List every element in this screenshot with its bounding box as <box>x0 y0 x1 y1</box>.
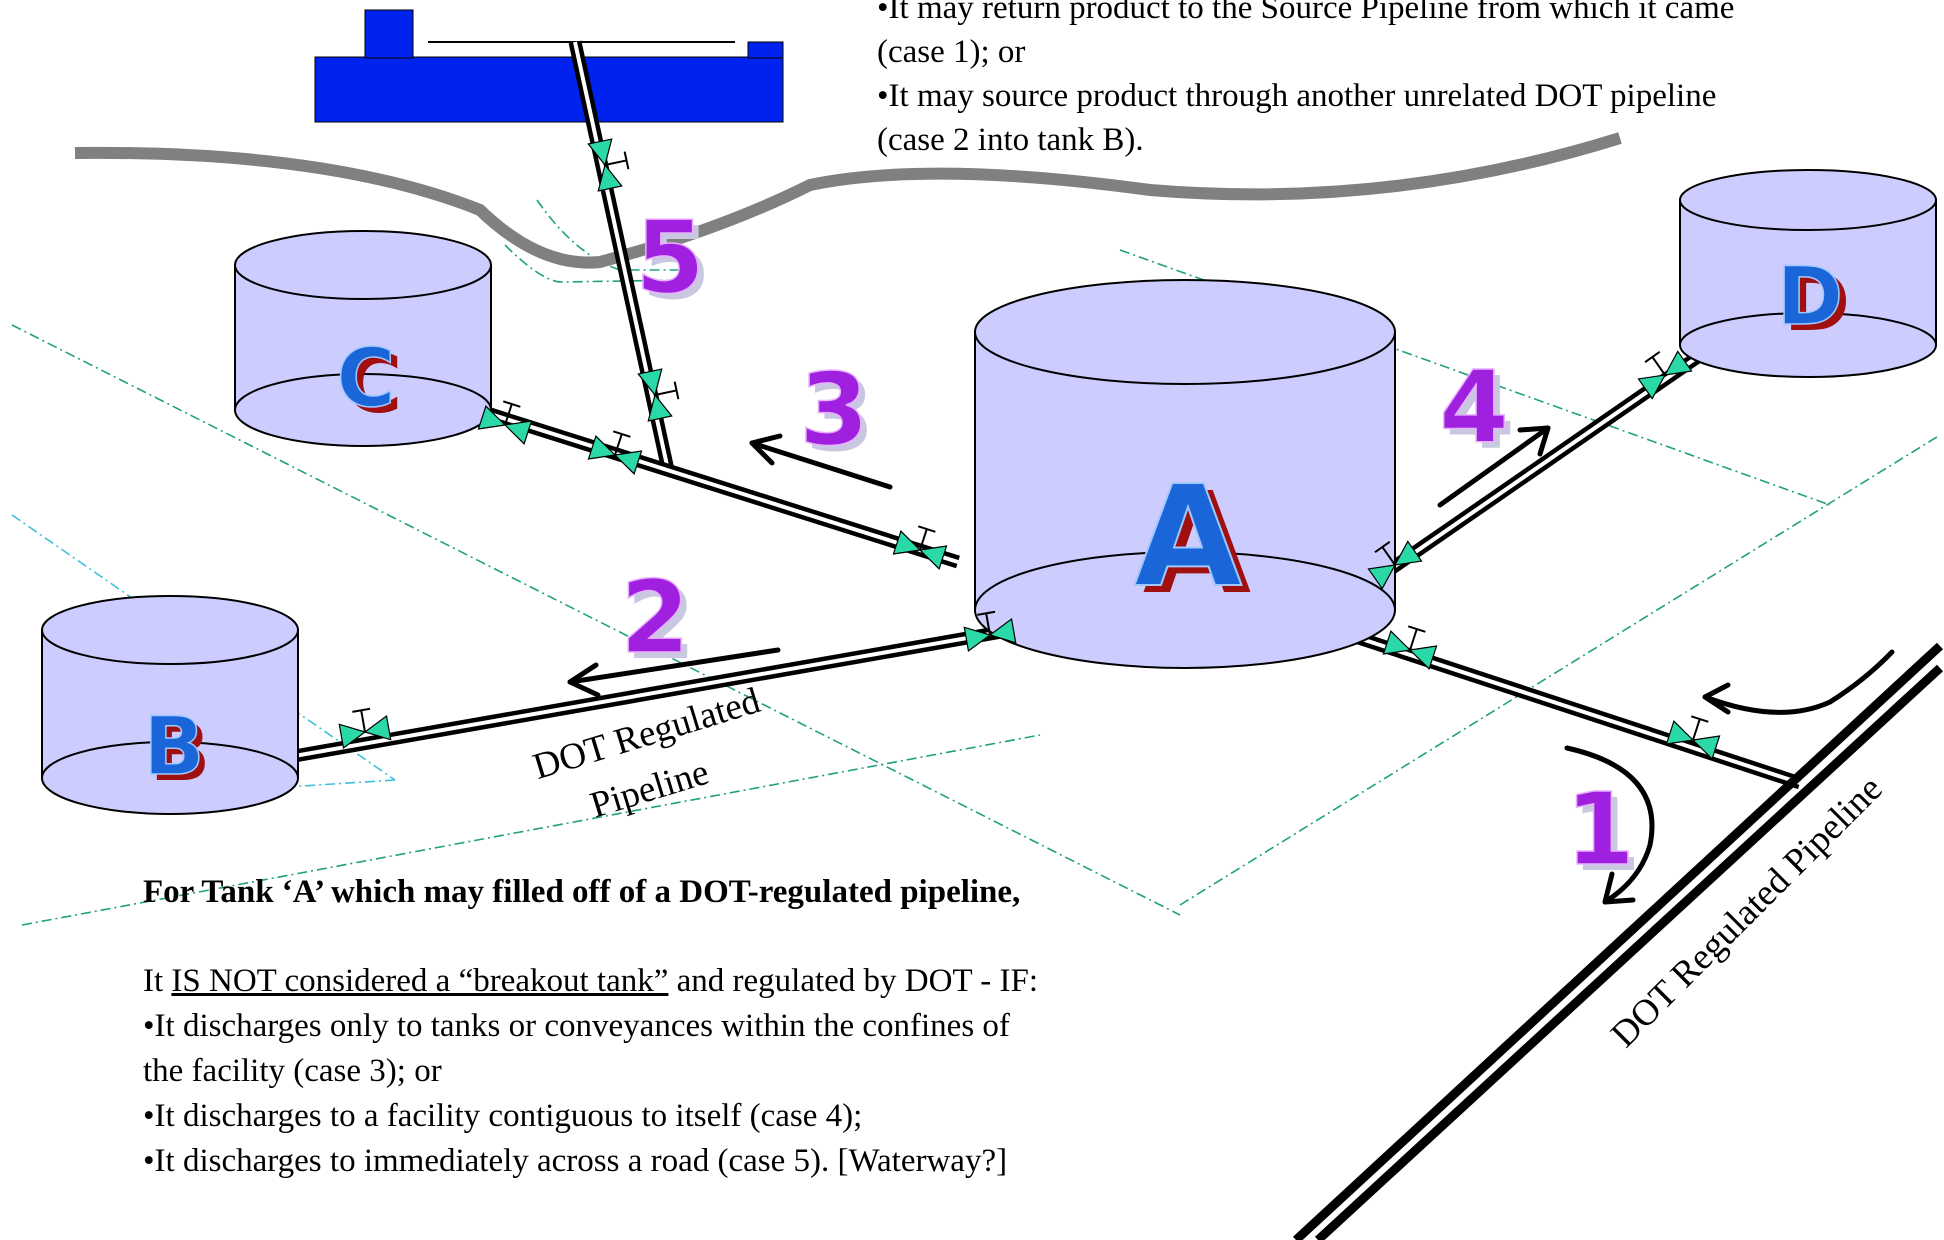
lead-underlined: IS NOT considered a “breakout tank” <box>171 963 669 999</box>
case-number-1: 1 <box>1565 771 1635 888</box>
tank-d-bottom-rim <box>1679 312 1937 346</box>
valve-icon <box>963 610 1017 653</box>
tank-c-letter-shadow: C <box>344 338 403 431</box>
tank-d-letter-shadow: D <box>1784 256 1850 349</box>
pipe-ac-inner <box>467 405 959 564</box>
bottom-lead-line: It IS NOT considered a “breakout tank” a… <box>143 959 1263 1004</box>
case-number-5-shadow: 5 <box>641 205 711 322</box>
boundary-left-upper <box>11 324 1181 916</box>
source-pipeline <box>1292 642 1944 1240</box>
tank-c: C C <box>234 230 492 447</box>
top-text-block: •It may return product to the Source Pip… <box>877 0 1927 162</box>
tank-d-body <box>1679 199 1937 378</box>
valve-icon <box>1382 625 1438 670</box>
top-text-line-3: •It may source product through another u… <box>877 78 1717 114</box>
tank-c-bottom-rim <box>234 373 492 411</box>
tank-b-top <box>41 595 299 665</box>
valve-icon <box>587 430 643 475</box>
valve-icon <box>1367 540 1423 590</box>
valve-icon <box>1665 715 1721 760</box>
valve-icon <box>892 525 948 570</box>
top-text-line-1: •It may return product to the Source Pip… <box>877 0 1735 26</box>
lead-prefix: It <box>143 963 172 999</box>
tank-b-body <box>41 629 299 815</box>
ship <box>314 9 784 123</box>
flow-arrows <box>567 425 1895 905</box>
tank-c-top <box>234 230 492 300</box>
boundary-road-right <box>504 244 691 283</box>
valve-icon <box>637 368 680 422</box>
tank-a-bottom-rim <box>974 551 1396 611</box>
bullet-1-line-1: •It discharges only to tanks or conveyan… <box>143 1008 1010 1044</box>
tank-d-letter: D <box>1777 250 1843 343</box>
boundary-main-bottom <box>21 734 1041 926</box>
pipe-a-to-c <box>466 400 960 569</box>
bottom-headline: For Tank ‘A’ which may filled off of a D… <box>143 874 1021 910</box>
tank-b: B B <box>41 595 299 815</box>
tank-c-letter: C <box>337 332 396 425</box>
bullet-3: •It discharges to immediately across a r… <box>143 1143 1008 1179</box>
case-number-4: 4 <box>1439 349 1509 466</box>
valve-icon <box>587 138 630 192</box>
bullet-2: •It discharges to a facility contiguous … <box>143 1098 863 1134</box>
tank-a-top <box>974 279 1396 385</box>
case-number-2-shadow: 2 <box>626 565 696 682</box>
tank-a-letter-shadow: A <box>1143 463 1251 626</box>
flow-arrow-case-3 <box>749 433 893 490</box>
valve-icon <box>338 707 392 750</box>
lead-suffix: and regulated by DOT - IF: <box>668 963 1039 999</box>
case-number-4-shadow: 4 <box>1445 355 1515 472</box>
tank-a-letter: A <box>1134 456 1242 619</box>
tank-b-bottom-rim <box>41 741 299 779</box>
boundary-road-left <box>536 199 700 271</box>
road <box>74 132 1622 269</box>
valve-icon <box>477 400 533 445</box>
ship-cabin <box>364 9 414 59</box>
ship-hull <box>314 56 784 123</box>
pipe-a-to-d <box>1381 339 1719 579</box>
case-number-5: 5 <box>635 199 705 316</box>
pipe-a-to-b <box>281 610 1089 765</box>
boundary-b-diagonal <box>11 514 396 781</box>
boundary-right-diagonal <box>1179 434 1941 906</box>
case-number-2: 2 <box>620 559 690 676</box>
pipe-ship-inner <box>573 41 670 471</box>
pipe-ad-inner <box>1383 343 1717 575</box>
tank-b-letter: B <box>144 700 205 793</box>
flow-arrow-case-1 <box>1564 745 1655 905</box>
flow-arrow-case-4 <box>1437 425 1551 508</box>
valves <box>338 138 1721 760</box>
flow-arrow-case-2 <box>567 647 781 698</box>
tank-b-letter-shadow: B <box>150 706 211 799</box>
case-number-3-shadow: 3 <box>805 357 875 474</box>
case-number-1-shadow: 1 <box>1571 777 1641 894</box>
bullet-1-line-2: the facility (case 3); or <box>143 1053 442 1089</box>
pipelines <box>281 40 1944 1240</box>
tank-d-top <box>1679 169 1937 231</box>
tank-a: A A <box>974 279 1396 669</box>
ship-stern <box>747 41 784 59</box>
valve-icon <box>1637 350 1693 400</box>
source-pipeline-line-2 <box>1314 664 1944 1240</box>
flow-arrow-source-in <box>1702 649 1895 715</box>
top-text-line-4: (case 2 into tank B). <box>877 122 1144 158</box>
tank-d: D D <box>1679 169 1937 378</box>
bottom-text-block: For Tank ‘A’ which may filled off of a D… <box>143 870 1263 1184</box>
case-numbers: 1 1 2 2 3 3 4 4 5 5 <box>619 198 1641 894</box>
case-number-3: 3 <box>799 351 869 468</box>
source-pipeline-line-1 <box>1292 642 1944 1240</box>
pipe-ab-inner <box>282 615 1088 760</box>
pipe-ship-to-c <box>568 40 675 472</box>
top-text-line-2: (case 1); or <box>877 34 1026 70</box>
